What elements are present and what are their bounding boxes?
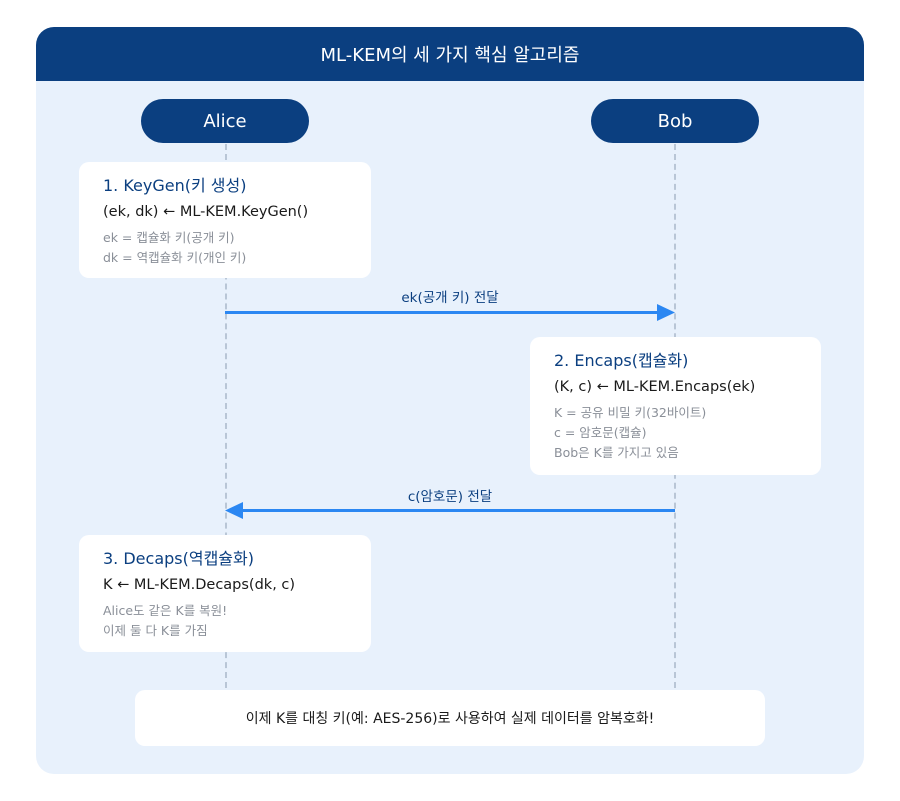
keygen-note-dk: dk = 역캡슐화 키(개인 키) <box>103 250 247 265</box>
keygen-card: 1. KeyGen(키 생성) (ek, dk) ← ML-KEM.KeyGen… <box>79 162 371 278</box>
message-ek-label: ek(공개 키) 전달 <box>401 290 499 306</box>
actor-alice: Alice <box>141 99 309 143</box>
actor-bob: Bob <box>591 99 759 143</box>
diagram-title: ML-KEM의 세 가지 핵심 알고리즘 <box>36 27 864 81</box>
encaps-title: 2. Encaps(캡슐화) <box>554 351 689 370</box>
encaps-code: (K, c) ← ML-KEM.Encaps(ek) <box>554 379 756 395</box>
decaps-card: 3. Decaps(역캡슐화) K ← ML-KEM.Decaps(dk, c)… <box>79 535 371 652</box>
message-c-label: c(암호문) 전달 <box>407 489 493 505</box>
decaps-note-alice: Alice도 같은 K를 복원! <box>103 603 228 618</box>
encaps-note-c: c = 암호문(캡슐) <box>554 425 647 440</box>
keygen-title: 1. KeyGen(키 생성) <box>103 176 247 195</box>
keygen-code: (ek, dk) ← ML-KEM.KeyGen() <box>103 204 309 220</box>
arrowhead-right-icon <box>657 304 675 321</box>
encaps-note-k: K = 공유 비밀 키(32바이트) <box>554 405 707 420</box>
decaps-code: K ← ML-KEM.Decaps(dk, c) <box>103 577 296 593</box>
message-ek-arrow <box>225 311 661 314</box>
keygen-note-ek: ek = 캡슐화 키(공개 키) <box>103 230 235 245</box>
message-c-arrow <box>240 509 675 512</box>
encaps-card: 2. Encaps(캡슐화) (K, c) ← ML-KEM.Encaps(ek… <box>530 337 821 475</box>
encaps-note-bob: Bob은 K를 가지고 있음 <box>554 445 679 460</box>
decaps-note-both: 이제 둘 다 K를 가짐 <box>103 623 208 638</box>
arrowhead-left-icon <box>225 502 243 519</box>
decaps-title: 3. Decaps(역캡슐화) <box>103 549 254 568</box>
summary-note: 이제 K를 대칭 키(예: AES-256)로 사용하여 실제 데이터를 암복호… <box>135 690 765 746</box>
alice-lifeline <box>225 144 227 688</box>
